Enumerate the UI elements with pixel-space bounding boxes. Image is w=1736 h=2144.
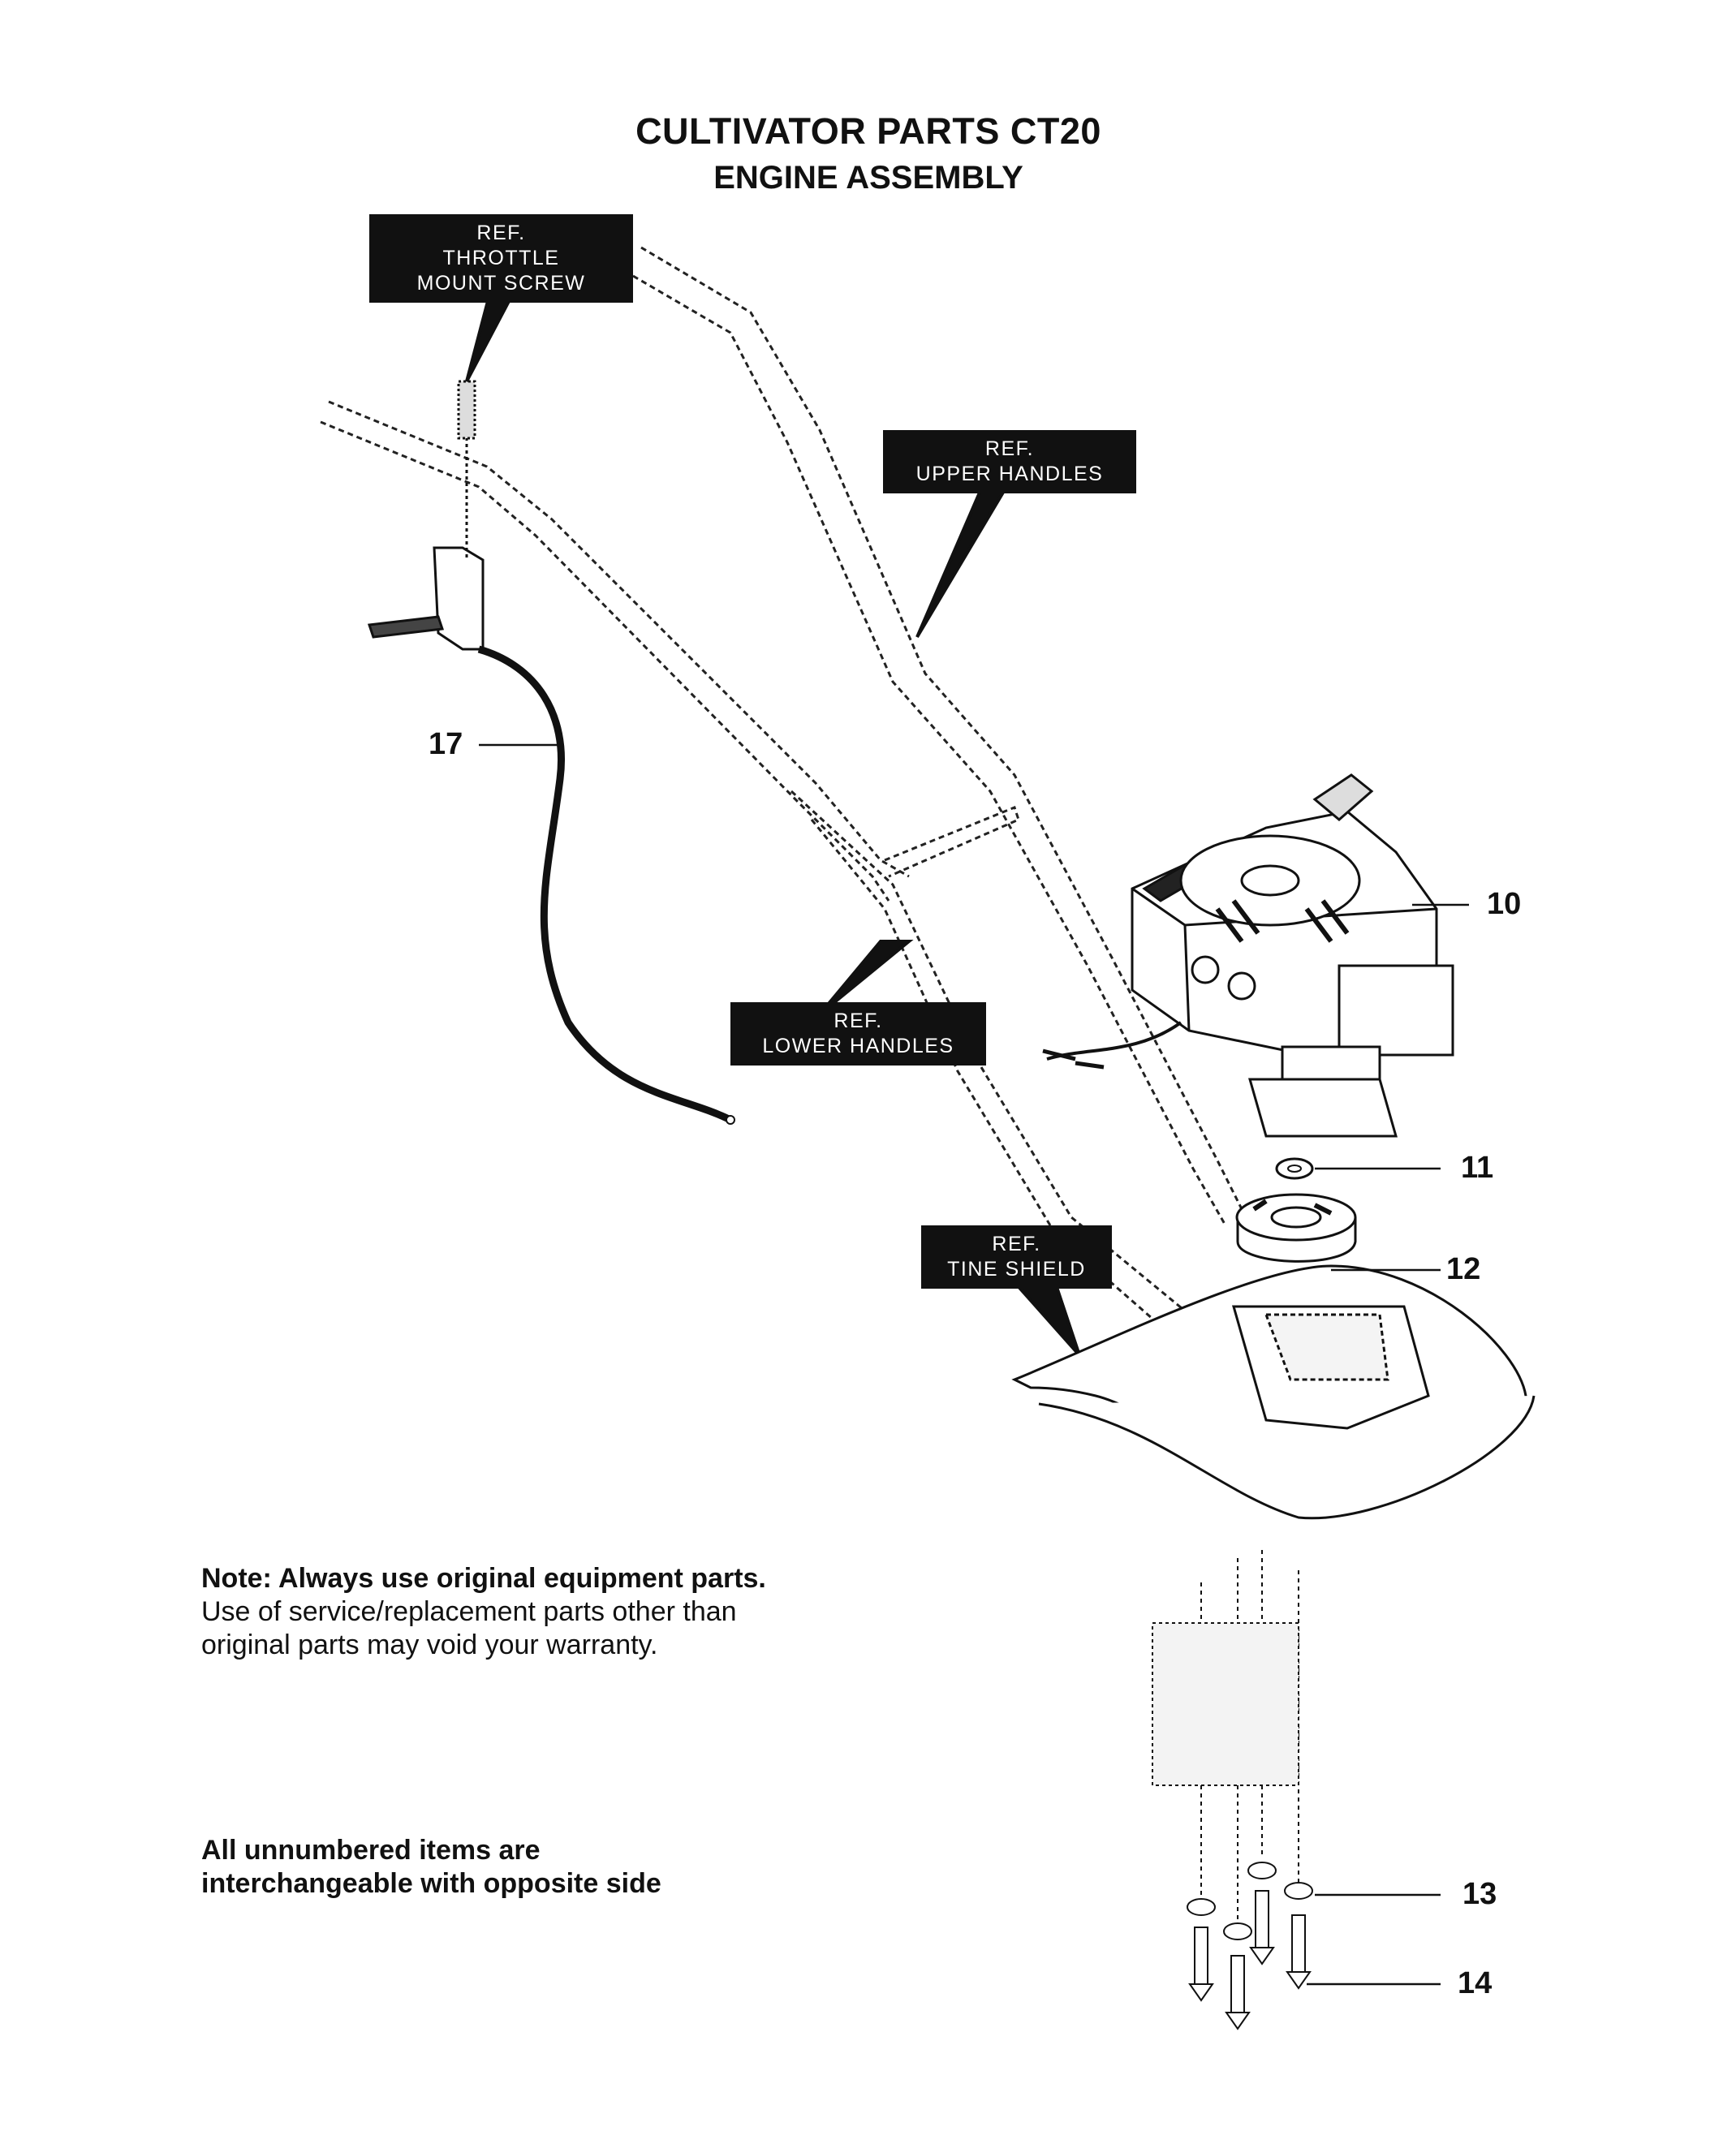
page-title: CULTIVATOR PARTS CT20 [635,110,1101,152]
ref-lower-handles: REF. LOWER HANDLES [730,1002,986,1066]
engine [1042,773,1454,1138]
page-subtitle: ENGINE ASSEMBLY [713,160,1023,196]
callout-12: 12 [1446,1252,1481,1286]
upper-handle-outline [640,246,1251,1226]
callout-14: 14 [1458,1966,1493,2000]
throttle-cable [477,645,733,1124]
ref-throttle-mount-screw: REF. THROTTLE MOUNT SCREW [369,214,633,303]
callout-10: 10 [1487,887,1522,921]
tine-shield [1011,1264,1536,1520]
callout-17: 17 [429,727,463,761]
callout-13: 13 [1462,1877,1497,1911]
throttle-control [367,380,485,651]
callout-11: 11 [1461,1151,1494,1185]
ref-upper-handles: REF. UPPER HANDLES [883,430,1136,493]
unnumbered-items-note: All unnumbered items are interchangeable… [201,1835,661,1899]
mounting-bolts [1152,1550,1313,2030]
coupling [1235,1193,1357,1263]
original-parts-note: Note: Always use original equipment part… [201,1563,766,1660]
ref-tine-shield: REF. TINE SHIELD [921,1225,1112,1289]
